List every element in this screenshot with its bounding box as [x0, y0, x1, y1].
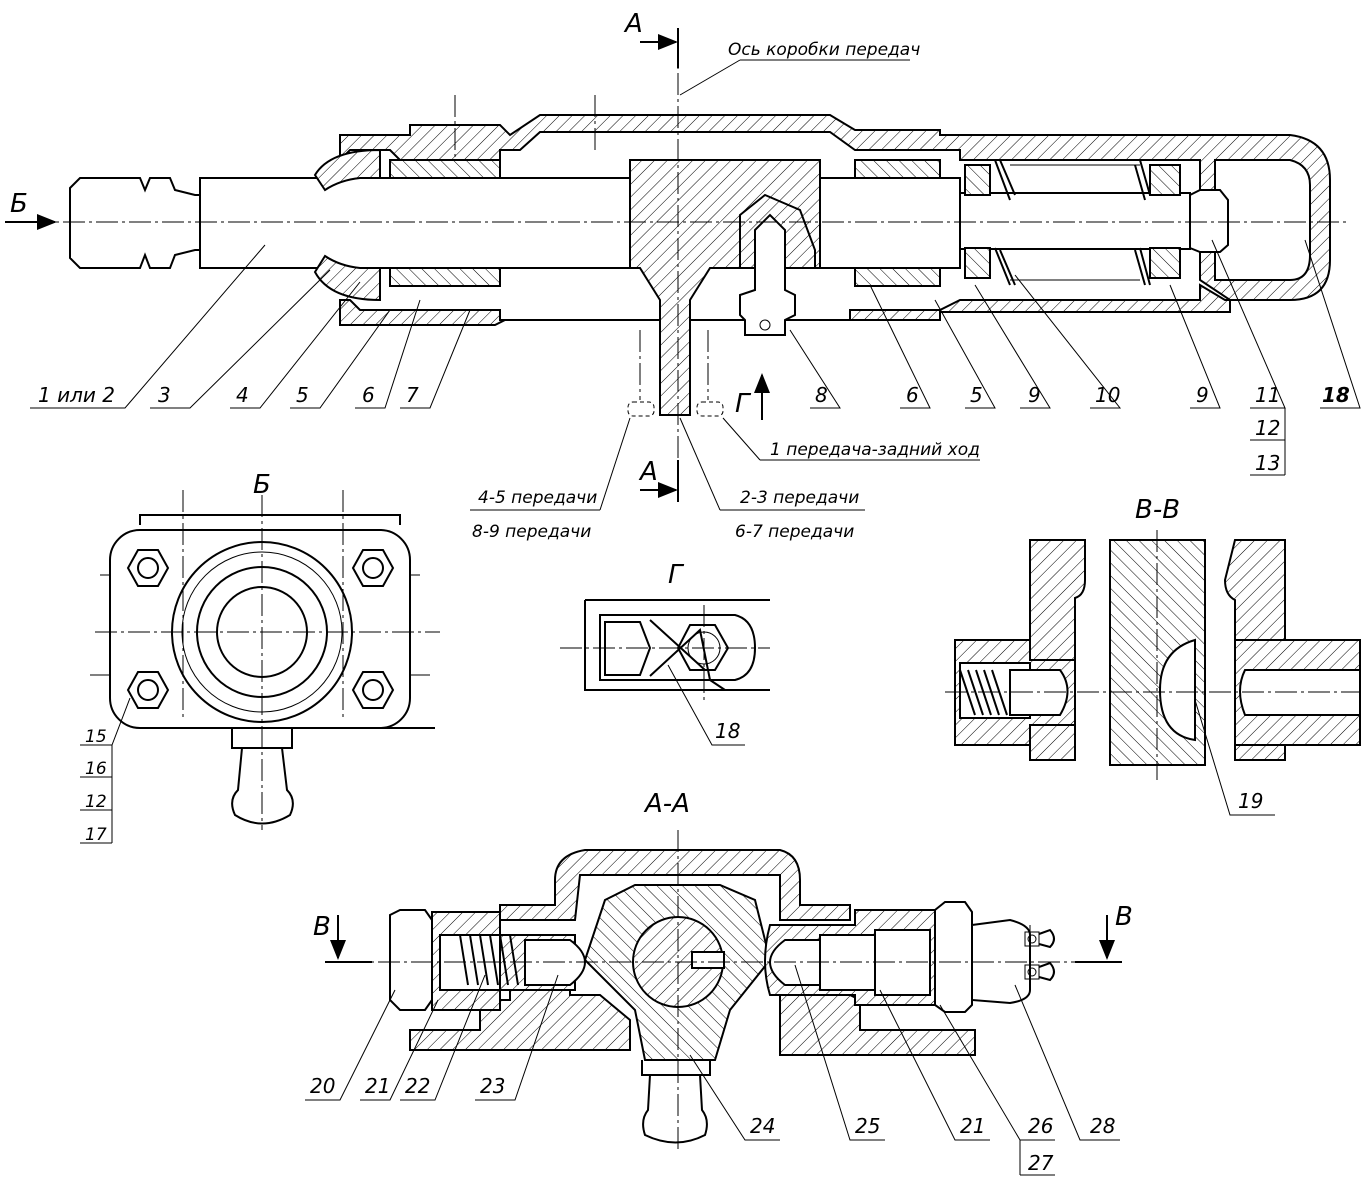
- part-label-8: 8: [815, 383, 828, 407]
- part-label-12: 12: [1255, 416, 1280, 440]
- part-label-21-right: 21: [960, 1114, 985, 1138]
- bolt-icon: [351, 671, 395, 709]
- section-vv: В-В 19: [945, 495, 1361, 816]
- bolt-icon: [126, 671, 170, 709]
- bushing-left-bottom: [389, 267, 501, 287]
- part-label-6-right: 6: [906, 383, 919, 407]
- part-label-16: 16: [85, 759, 107, 779]
- view-g-title: Г: [668, 560, 685, 590]
- cut-v-left-label: В: [313, 912, 331, 942]
- aa-housing-top: [499, 849, 851, 921]
- bushing-right-bottom: [854, 267, 941, 287]
- bushing-right: [854, 159, 941, 179]
- gearbox-axis-note: Ось коробки передач: [728, 40, 920, 60]
- end-cap-cavity: [1214, 159, 1311, 281]
- gear-89-note: 8-9 передачи: [472, 522, 591, 542]
- part-label-15: 15: [85, 727, 107, 747]
- shift-fork: [629, 159, 821, 416]
- spring-10: [964, 159, 1181, 286]
- view-b-arrow: Б: [5, 189, 57, 230]
- view-g: Г 18: [560, 560, 770, 746]
- notes: Ось коробки передач 1 передача-задний хо…: [470, 40, 980, 542]
- part-label-22: 22: [405, 1074, 430, 1098]
- part-label-13: 13: [1255, 451, 1280, 475]
- bolt-icon: [351, 549, 395, 587]
- part-label-23: 23: [480, 1074, 505, 1098]
- part-label-9-right: 9: [1196, 383, 1209, 407]
- cut-a-top-label: А: [623, 9, 643, 39]
- cut-plane-a: А А: [623, 9, 679, 502]
- rod-end: [69, 177, 201, 269]
- view-g-arrow: Г: [735, 373, 770, 420]
- part-label-18: 18: [1322, 383, 1350, 407]
- gear-45-note: 4-5 передачи: [478, 488, 597, 508]
- housing-bottom: [339, 283, 1231, 326]
- gear-23-note: 2-3 передачи: [740, 488, 859, 508]
- plug-20: [389, 909, 433, 1011]
- gear-1-reverse-note: 1 передача-задний ход: [770, 440, 980, 460]
- part-label-17: 17: [85, 825, 107, 845]
- section-aa: А-А В: [305, 789, 1133, 1176]
- bushing-left: [389, 159, 501, 179]
- part-label-10: 10: [1095, 383, 1120, 407]
- part-label-5-right: 5: [970, 383, 983, 407]
- cut-a-bottom-label: А: [638, 457, 658, 487]
- part-label-6: 6: [362, 383, 375, 407]
- main-part-labels: 1 или 2 3 4 5 6 7 8 6 5 9 10 9 11 12 13 …: [30, 239, 1361, 476]
- part-label-20: 20: [310, 1074, 335, 1098]
- part-label-19: 19: [1238, 789, 1263, 813]
- spring-22: [459, 934, 519, 986]
- part-label-25: 25: [855, 1114, 880, 1138]
- part-label-18-view-g: 18: [715, 719, 740, 743]
- part-label-11: 11: [1255, 383, 1280, 407]
- shift-rod: [199, 177, 961, 269]
- part-label-21: 21: [365, 1074, 390, 1098]
- nut-11: [1189, 189, 1229, 253]
- vv-ball: [1158, 638, 1196, 742]
- view-b: Б 15 16: [80, 470, 440, 845]
- view-g-arrow-label: Г: [735, 389, 752, 419]
- part-label-26: 26: [1028, 1114, 1053, 1138]
- part-label-4: 4: [236, 383, 249, 407]
- cut-v-right-label: В: [1115, 902, 1133, 932]
- part-label-9: 9: [1028, 383, 1041, 407]
- housing-top: [339, 114, 1331, 301]
- rod-extension: [959, 192, 1191, 250]
- view-b-title: Б: [253, 470, 271, 500]
- switch-26: [934, 901, 973, 1013]
- bolt-icon: [126, 549, 170, 587]
- part-label-1or2: 1 или 2: [38, 383, 115, 407]
- plunger-8: [739, 213, 796, 336]
- part-label-12-view-b: 12: [85, 792, 107, 812]
- part-label-7: 7: [406, 383, 419, 407]
- terminal-icon: [1024, 928, 1055, 982]
- section-vv-title: В-В: [1135, 495, 1180, 525]
- part-label-3: 3: [158, 383, 171, 407]
- seal-left: [313, 148, 381, 302]
- cut-plane-v: В В: [313, 902, 1133, 963]
- part-label-28: 28: [1090, 1114, 1115, 1138]
- section-aa-title: А-А: [643, 789, 690, 819]
- gear-67-note: 6-7 передачи: [735, 522, 854, 542]
- main-section: [30, 40, 1350, 460]
- plunger-8-pin: [759, 319, 771, 331]
- view-b-arrow-label: Б: [10, 189, 28, 219]
- part-label-5: 5: [296, 383, 309, 407]
- part-label-27: 27: [1028, 1151, 1054, 1175]
- part-label-24: 24: [750, 1114, 775, 1138]
